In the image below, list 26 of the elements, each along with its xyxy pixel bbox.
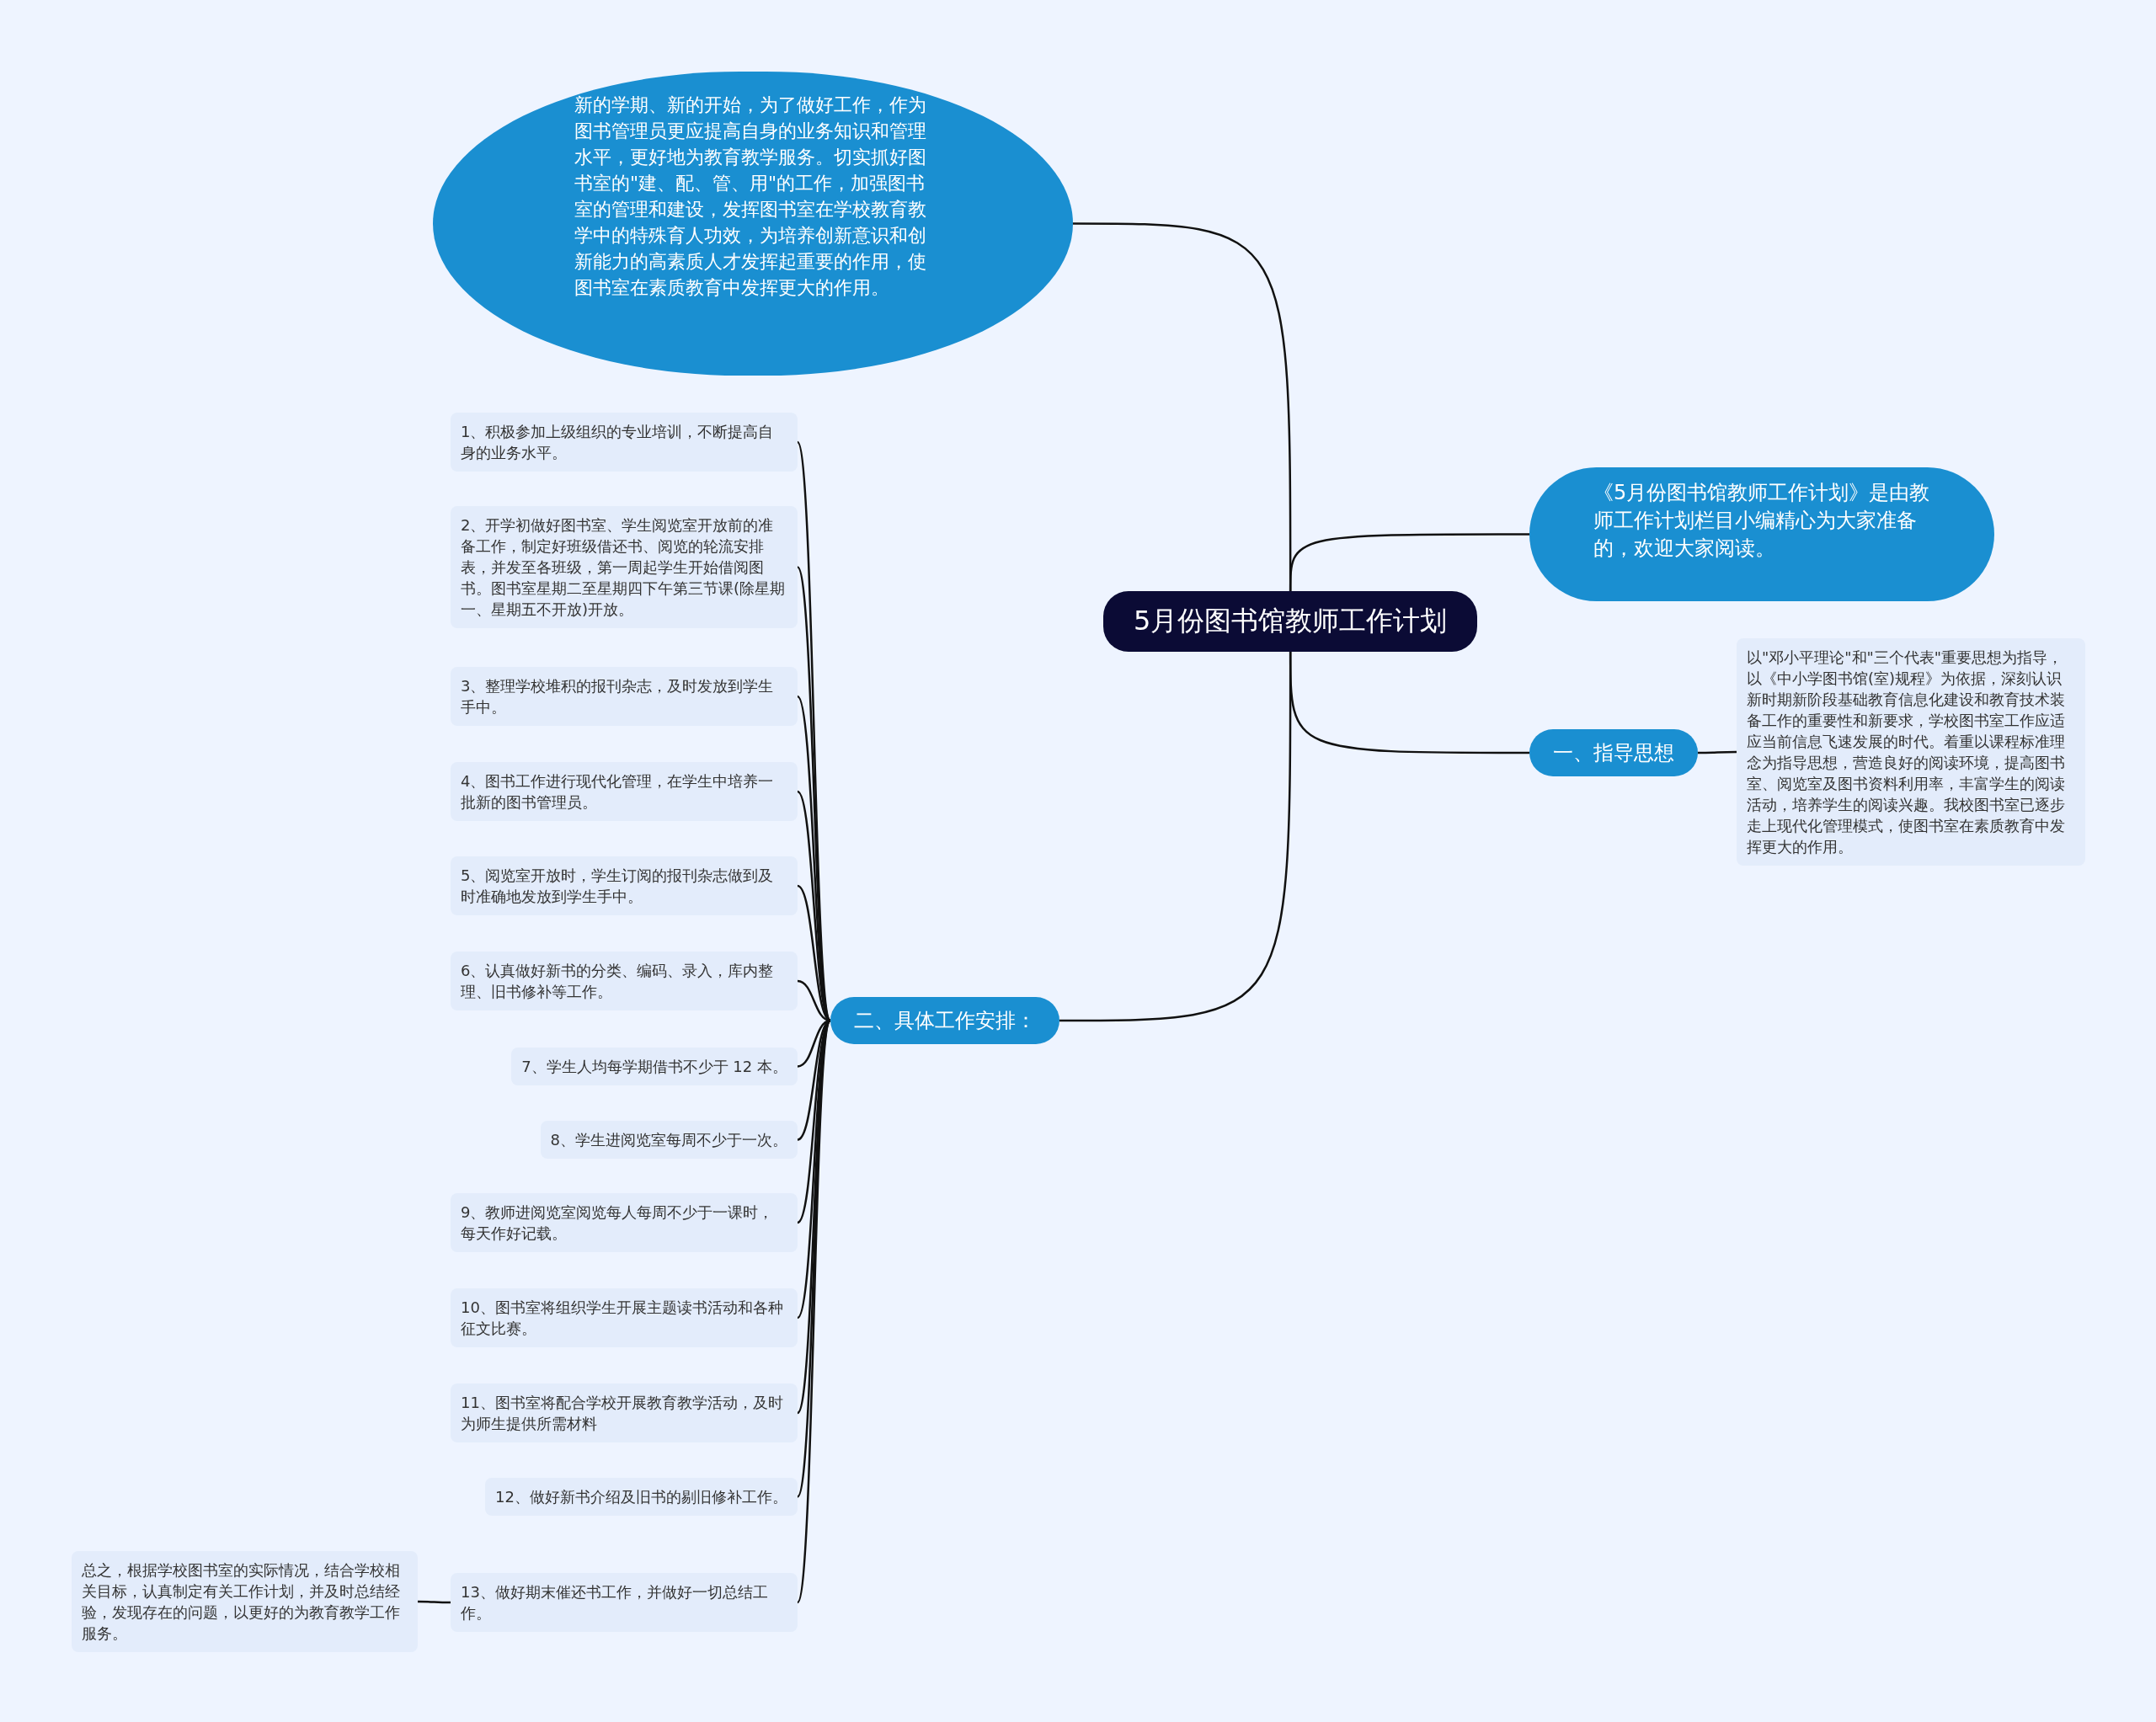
list-item: 8、学生进阅览室每周不少于一次。 — [540, 1121, 798, 1159]
connector-line — [796, 1020, 832, 1603]
topic-bubble: 新的学期、新的开始，为了做好工作，作为图书管理员更应提高自身的业务知识和管理水平，更好地为教育教学服务。切实抓好图书室的"建、配、管、用"的工作，加强图书室的管理和建设，发挥图书室在学校教育教学中的特殊育人功效，为培养创新意识和创新能力的高素质人才发挥起重要的作用，使图书室在素质教育中发挥更大的作用。 — [433, 72, 1073, 376]
list-item: 3、整理学校堆积的报刊杂志，及时发放到学生手中。 — [451, 667, 798, 726]
list-item: 5、阅览室开放时，学生订阅的报刊杂志做到及时准确地发放到学生手中。 — [451, 856, 798, 915]
connector-line — [1698, 750, 1737, 754]
central-topic: 5月份图书馆教师工作计划 — [1103, 591, 1478, 652]
connector-line — [1059, 652, 1292, 1022]
list-item: 7、学生人均每学期借书不少于 12 本。 — [511, 1048, 798, 1085]
list-item: 1、积极参加上级组织的专业培训，不断提高自身的业务水平。 — [451, 413, 798, 472]
list-item: 6、认真做好新书的分类、编码、录入，库内整理、旧书修补等工作。 — [451, 952, 798, 1010]
list-item: 2、开学初做好图书室、学生阅览室开放前的准备工作，制定好班级借还书、阅览的轮流安排表，并发至各班级，第一周起学生开始借阅图书。图书室星期二至星期四下午第三节课(除星期一、星期五不开放)开放。 — [451, 506, 798, 628]
connector-line — [418, 1600, 451, 1604]
topic-pill: 一、指导思想 — [1529, 729, 1698, 776]
note-card: 总之，根据学校图书室的实际情况，结合学校相关目标，认真制定有关工作计划，并及时总结经验，发现存在的问题，以更好的为教育教学工作服务。 — [72, 1551, 418, 1652]
list-item: 13、做好期末催还书工作，并做好一切总结工作。 — [451, 1573, 798, 1632]
list-item: 4、图书工作进行现代化管理，在学生中培养一批新的图书管理员。 — [451, 762, 798, 821]
list-item: 12、做好新书介绍及旧书的剔旧修补工作。 — [485, 1478, 798, 1516]
connector-line — [1289, 533, 1529, 591]
topic-pill: 二、具体工作安排： — [830, 997, 1059, 1044]
connector-line — [796, 567, 832, 1021]
note-card: 以"邓小平理论"和"三个代表"重要思想为指导，以《中小学图书馆(室)规程》为依据，深刻认识新时期新阶段基础教育信息化建设和教育技术装备工作的重要性和新要求，学校图书室工作应适应当前信息飞速发展的时代。着重以课程标准理念为指导思想，营造良好的阅读环境，提高图书室、阅览室及图书资料利用率，丰富学生的阅读活动，培养学生的阅读兴趣。我校图书室已逐步走上现代化管理模式，使图书室在素质教育中发挥更大的作用。 — [1737, 638, 2085, 866]
topic-bubble: 《5月份图书馆教师工作计划》是由教师工作计划栏目小编精心为大家准备的，欢迎大家阅读。 — [1529, 467, 1994, 601]
list-item: 9、教师进阅览室阅览每人每周不少于一课时，每天作好记载。 — [451, 1193, 798, 1252]
list-item: 10、图书室将组织学生开展主题读书活动和各种征文比赛。 — [451, 1288, 798, 1347]
list-item: 11、图书室将配合学校开展教育教学活动，及时为师生提供所需材料 — [451, 1383, 798, 1442]
